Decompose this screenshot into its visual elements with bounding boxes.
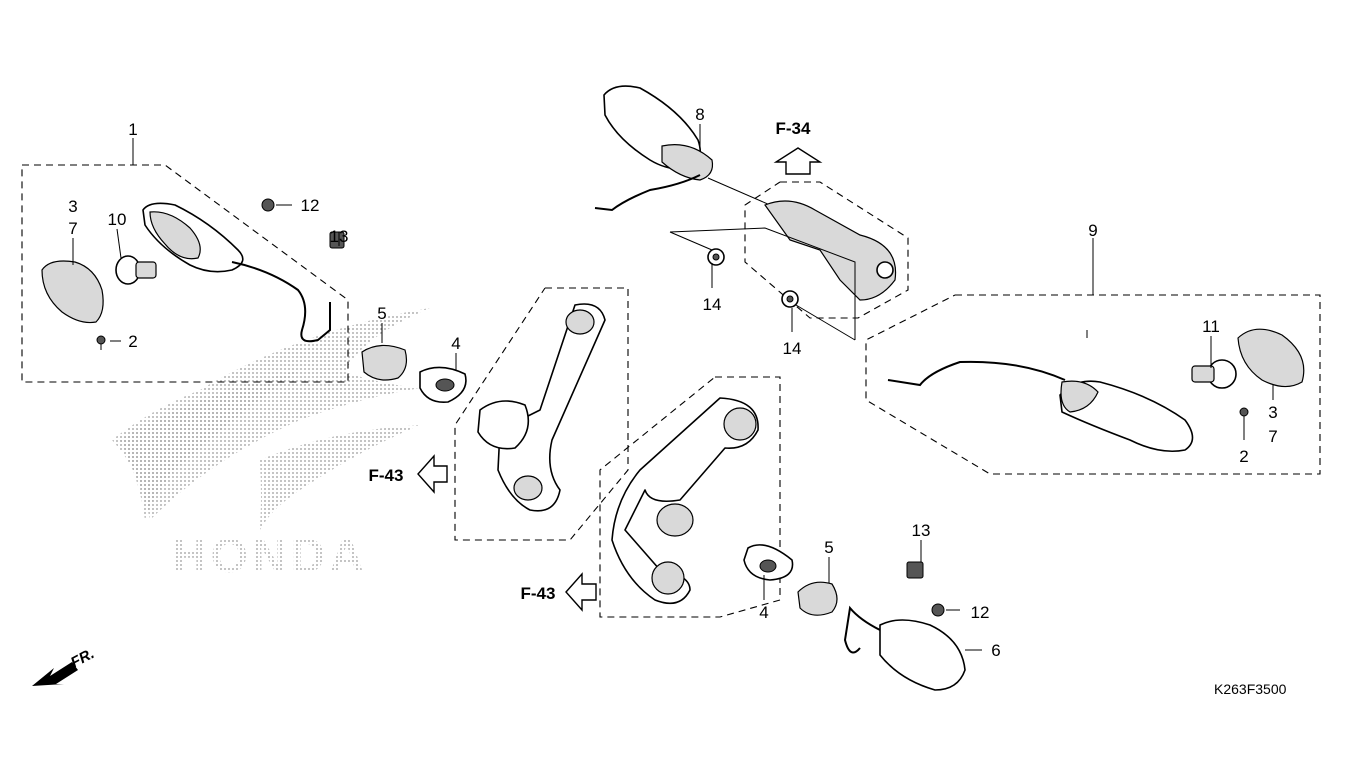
callout-12-bottom: 12 bbox=[971, 603, 990, 622]
callout-14-right: 14 bbox=[783, 339, 802, 358]
callout-7-left: 7 bbox=[68, 219, 77, 238]
collar-4-left bbox=[419, 366, 467, 404]
group-box-stay-right bbox=[599, 376, 781, 618]
callout-9: 9 bbox=[1088, 221, 1097, 240]
ref-f43-right: F-43 bbox=[521, 584, 556, 603]
callout-6: 6 bbox=[991, 641, 1000, 660]
clip-13-bottom bbox=[906, 561, 924, 579]
leader-lines bbox=[72, 124, 1274, 651]
ref-arrow-f43-left bbox=[417, 454, 448, 494]
turn-signal-lens-right bbox=[1237, 328, 1305, 388]
turn-signal-lens-left bbox=[41, 260, 104, 324]
ref-f34: F-34 bbox=[776, 119, 812, 138]
callout-10: 10 bbox=[108, 210, 127, 229]
callout-2-left: 2 bbox=[128, 332, 137, 351]
clip-13-top bbox=[329, 231, 345, 249]
bulb-10 bbox=[115, 255, 157, 285]
screw-2-left bbox=[96, 335, 106, 350]
turn-signal-housing-left bbox=[142, 202, 331, 343]
turn-signal-front-right bbox=[843, 605, 966, 691]
honda-wing-logo bbox=[112, 308, 430, 530]
callout-12-top: 12 bbox=[301, 196, 320, 215]
callout-11: 11 bbox=[1202, 317, 1220, 336]
drawing-code: K263F3500 bbox=[1214, 681, 1287, 697]
bracket bbox=[764, 200, 897, 301]
callout-14-left: 14 bbox=[703, 295, 722, 314]
callout-13-bottom: 13 bbox=[912, 521, 931, 540]
nut-14-right bbox=[781, 290, 799, 308]
callout-5-right: 5 bbox=[824, 538, 833, 557]
callout-3-right: 3 bbox=[1268, 403, 1277, 422]
callout-4-right: 4 bbox=[759, 603, 768, 622]
screw-12-top bbox=[261, 198, 275, 212]
callout-3-left: 3 bbox=[68, 197, 77, 216]
turn-signal-housing-right bbox=[887, 360, 1194, 453]
group-box-1 bbox=[21, 164, 349, 383]
ref-f43-left: F-43 bbox=[369, 466, 404, 485]
ref-arrow-f34 bbox=[773, 147, 823, 175]
callout-1: 1 bbox=[128, 120, 137, 139]
stay-left bbox=[477, 303, 606, 512]
screw-12-bottom bbox=[931, 603, 945, 617]
bulb-11 bbox=[1191, 359, 1237, 389]
screw-2-right bbox=[1239, 407, 1249, 440]
front-direction-arrow bbox=[32, 662, 78, 686]
grommet-5-right bbox=[797, 581, 838, 616]
callout-8: 8 bbox=[695, 105, 704, 124]
callout-4-left: 4 bbox=[451, 334, 460, 353]
group-box-9 bbox=[865, 294, 1321, 475]
stay-right bbox=[611, 397, 759, 605]
callout-2-right: 2 bbox=[1239, 447, 1248, 466]
callout-7-right: 7 bbox=[1268, 427, 1277, 446]
callout-5-left: 5 bbox=[377, 304, 386, 323]
grommet-5-left bbox=[361, 344, 408, 381]
callout-13-top: 13 bbox=[330, 227, 349, 246]
group-box-bracket bbox=[744, 181, 909, 319]
turn-signal-front-left bbox=[594, 85, 771, 212]
nut-14-left bbox=[707, 248, 725, 266]
ref-arrow-f43-right bbox=[565, 572, 597, 612]
honda-watermark-text: HONDA bbox=[172, 530, 368, 583]
collar-4-right bbox=[743, 544, 794, 581]
